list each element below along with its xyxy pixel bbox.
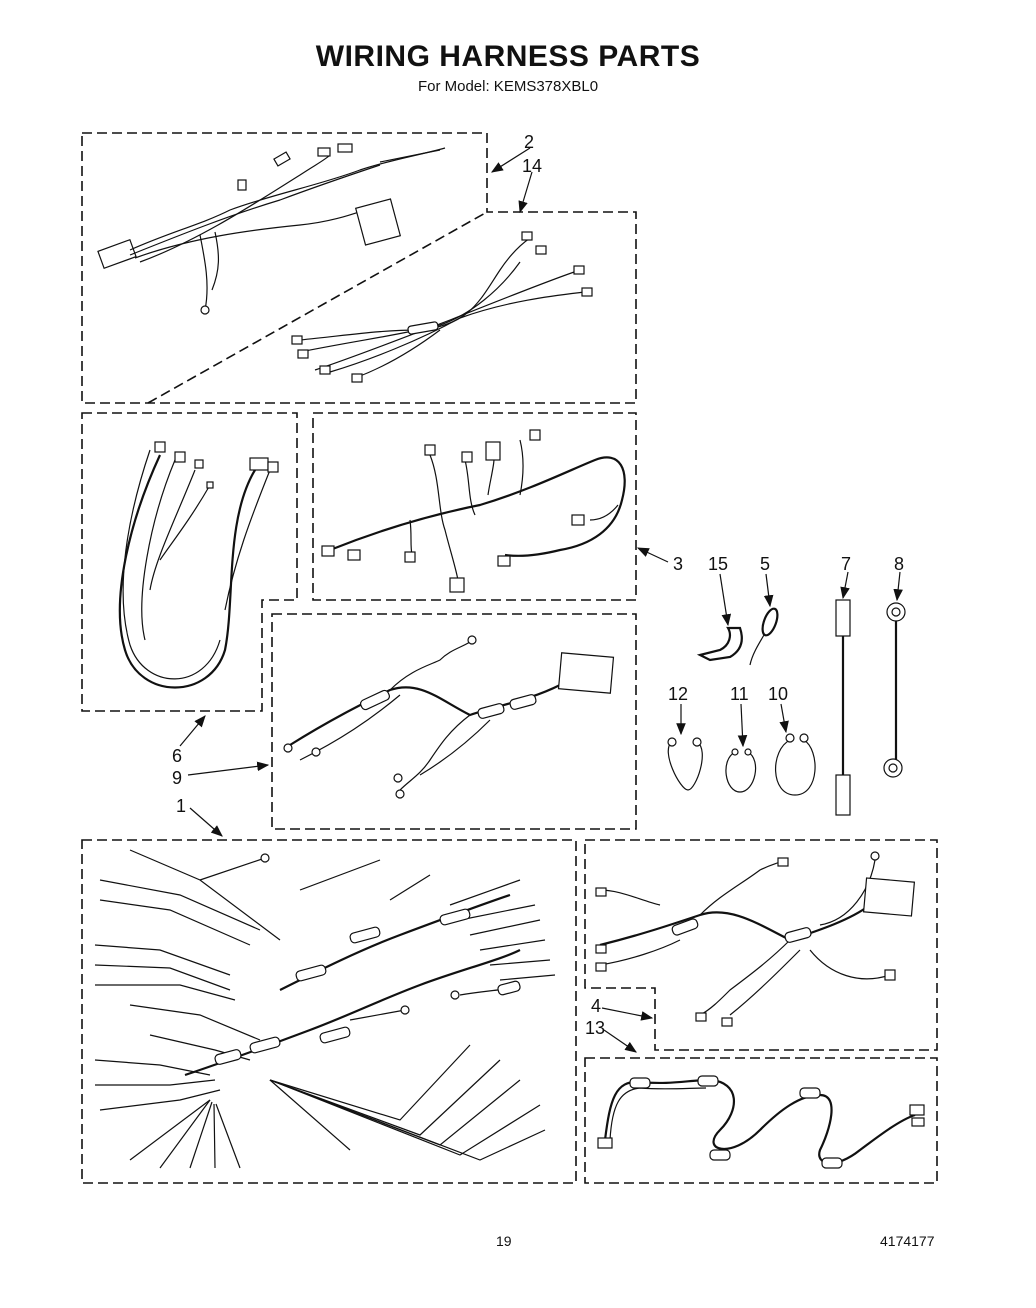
harness-14	[291, 231, 593, 383]
leader-7	[840, 571, 850, 600]
part-12-tie	[667, 737, 703, 791]
callout-14: 14	[522, 156, 542, 176]
part-10-tie	[775, 733, 816, 796]
leader-1	[189, 807, 223, 837]
box-6	[81, 412, 298, 712]
callout-12: 12	[668, 684, 688, 704]
callout-8: 8	[894, 554, 904, 574]
box-3	[312, 412, 637, 601]
model-subtitle: For Model: KEMS378XBL0	[417, 78, 599, 95]
leader-9	[187, 761, 270, 776]
callout-7: 7	[841, 554, 851, 574]
part-8-ground-wire	[883, 602, 906, 778]
callout-5: 5	[760, 554, 770, 574]
leader-13	[603, 1029, 637, 1053]
harness-group-1	[81, 839, 577, 1184]
harness-group-4	[584, 839, 938, 1051]
part-11-tie	[725, 748, 757, 793]
part-7-jumper	[835, 599, 851, 816]
part-5-strap	[749, 607, 779, 666]
callout-10: 10	[768, 684, 788, 704]
callout-11: 11	[730, 684, 749, 704]
box-2-14	[81, 132, 637, 404]
leader-3	[636, 547, 669, 563]
leader-2	[490, 147, 531, 173]
callout-2: 2	[524, 132, 534, 152]
callout-4: 4	[591, 996, 601, 1016]
leader-6	[179, 715, 206, 747]
harness-2	[97, 143, 446, 315]
harness-group-6	[81, 412, 298, 712]
leader-11	[737, 703, 748, 748]
harness-group-9	[271, 613, 637, 830]
callout-9: 9	[172, 768, 182, 788]
harness-group-3	[312, 412, 637, 601]
callout-13: 13	[585, 1018, 605, 1038]
box-13	[584, 1057, 938, 1184]
box-4	[584, 839, 938, 1051]
leader-14	[518, 171, 533, 214]
document-number: 4174177	[880, 1233, 935, 1249]
harness-group-13	[584, 1057, 938, 1184]
leader-8	[893, 571, 903, 602]
leader-15	[719, 573, 732, 627]
leader-5	[763, 573, 774, 608]
callout-6: 6	[172, 746, 182, 766]
callout-15: 15	[708, 554, 728, 574]
page-number: 19	[496, 1233, 512, 1249]
harness-group-2-14	[81, 132, 637, 404]
box-1	[81, 839, 577, 1184]
box-9	[271, 613, 637, 830]
callout-1: 1	[176, 796, 186, 816]
page-title: WIRING HARNESS PARTS	[315, 40, 701, 73]
part-15-clip	[696, 626, 743, 662]
leader-4	[601, 1007, 654, 1021]
callout-3: 3	[673, 554, 683, 574]
leader-10	[779, 703, 789, 734]
divider-2-14	[147, 211, 488, 404]
